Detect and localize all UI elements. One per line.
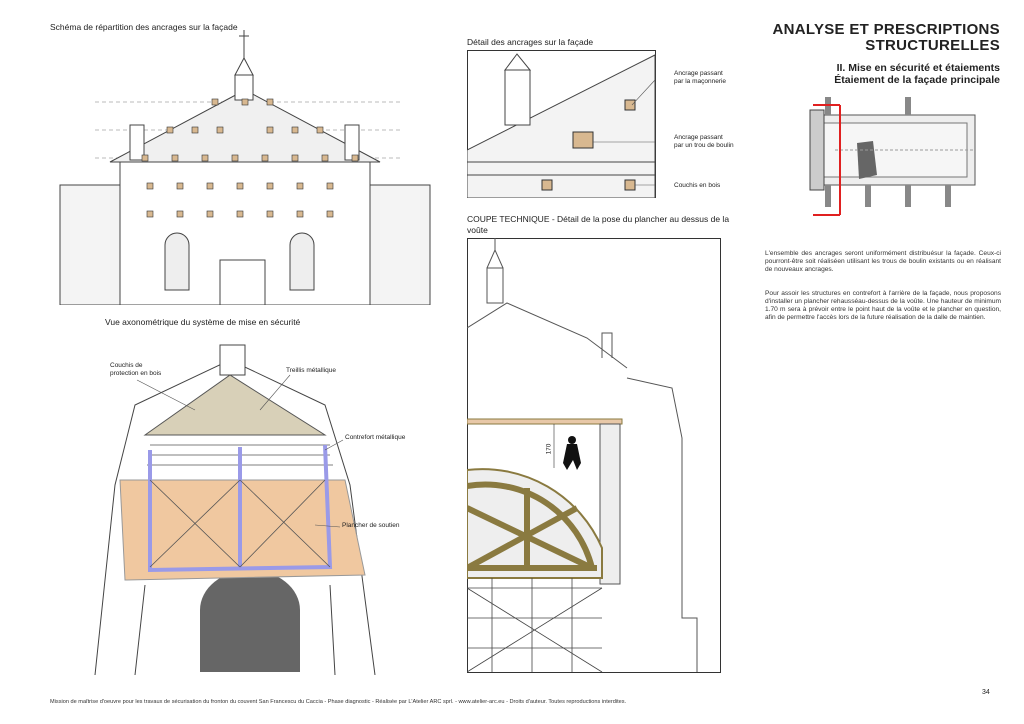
anchor-marker bbox=[171, 154, 179, 162]
footer-text: Mission de maîtrise d'oeuvre pour les tr… bbox=[50, 699, 627, 705]
anchor-marker bbox=[316, 126, 324, 134]
anchor-marker bbox=[351, 154, 359, 162]
label-couchis-bois: Couchis en bois bbox=[674, 182, 721, 189]
coupe-drawing bbox=[467, 238, 721, 673]
anchor-marker bbox=[176, 182, 184, 190]
label-plancher: Plancher de soutien bbox=[342, 522, 400, 529]
anchor-marker bbox=[291, 126, 299, 134]
anchor-marker bbox=[296, 182, 304, 190]
anchor-marker bbox=[241, 98, 249, 106]
facade-caption: Schéma de répartition des ancrages sur l… bbox=[50, 22, 238, 32]
detail-drawing bbox=[467, 50, 656, 198]
anchor-marker bbox=[296, 210, 304, 218]
anchor-marker bbox=[216, 126, 224, 134]
paragraph-anchors: L'ensemble des ancrages seront uniformém… bbox=[765, 250, 1001, 273]
anchor-marker bbox=[261, 154, 269, 162]
anchor-marker bbox=[291, 154, 299, 162]
detail-caption: Détail des ancrages sur la façade bbox=[467, 37, 594, 47]
page-number: 34 bbox=[982, 689, 990, 696]
coupe-caption: COUPE TECHNIQUE - Détail de la pose du p… bbox=[467, 214, 730, 235]
paragraph-floor: Pour assoir les structures en contrefort… bbox=[765, 290, 1001, 321]
anchor-marker bbox=[206, 182, 214, 190]
anchor-marker bbox=[191, 126, 199, 134]
axo-caption: Vue axonométrique du système de mise en … bbox=[105, 317, 301, 327]
anchor-marker bbox=[201, 154, 209, 162]
anchor-marker bbox=[146, 182, 154, 190]
plan-drawing bbox=[809, 97, 976, 216]
anchor-marker bbox=[211, 98, 219, 106]
facade-drawing bbox=[59, 30, 431, 305]
anchor-marker bbox=[266, 98, 274, 106]
anchor-marker bbox=[266, 182, 274, 190]
anchor-marker bbox=[141, 154, 149, 162]
anchor-marker bbox=[326, 182, 334, 190]
anchor-marker bbox=[166, 126, 174, 134]
axo-drawing bbox=[94, 344, 376, 675]
anchor-marker bbox=[266, 210, 274, 218]
anchor-marker bbox=[146, 210, 154, 218]
anchor-marker bbox=[326, 210, 334, 218]
label-treillis: Treillis métallique bbox=[286, 367, 336, 374]
anchor-marker bbox=[206, 210, 214, 218]
anchor-marker bbox=[231, 154, 239, 162]
anchor-marker bbox=[266, 126, 274, 134]
height-label: 170 bbox=[545, 443, 553, 455]
anchor-marker bbox=[321, 154, 329, 162]
anchor-marker bbox=[236, 182, 244, 190]
label-contrefort: Contrefort métallique bbox=[345, 434, 406, 441]
anchor-marker bbox=[236, 210, 244, 218]
anchor-marker bbox=[176, 210, 184, 218]
